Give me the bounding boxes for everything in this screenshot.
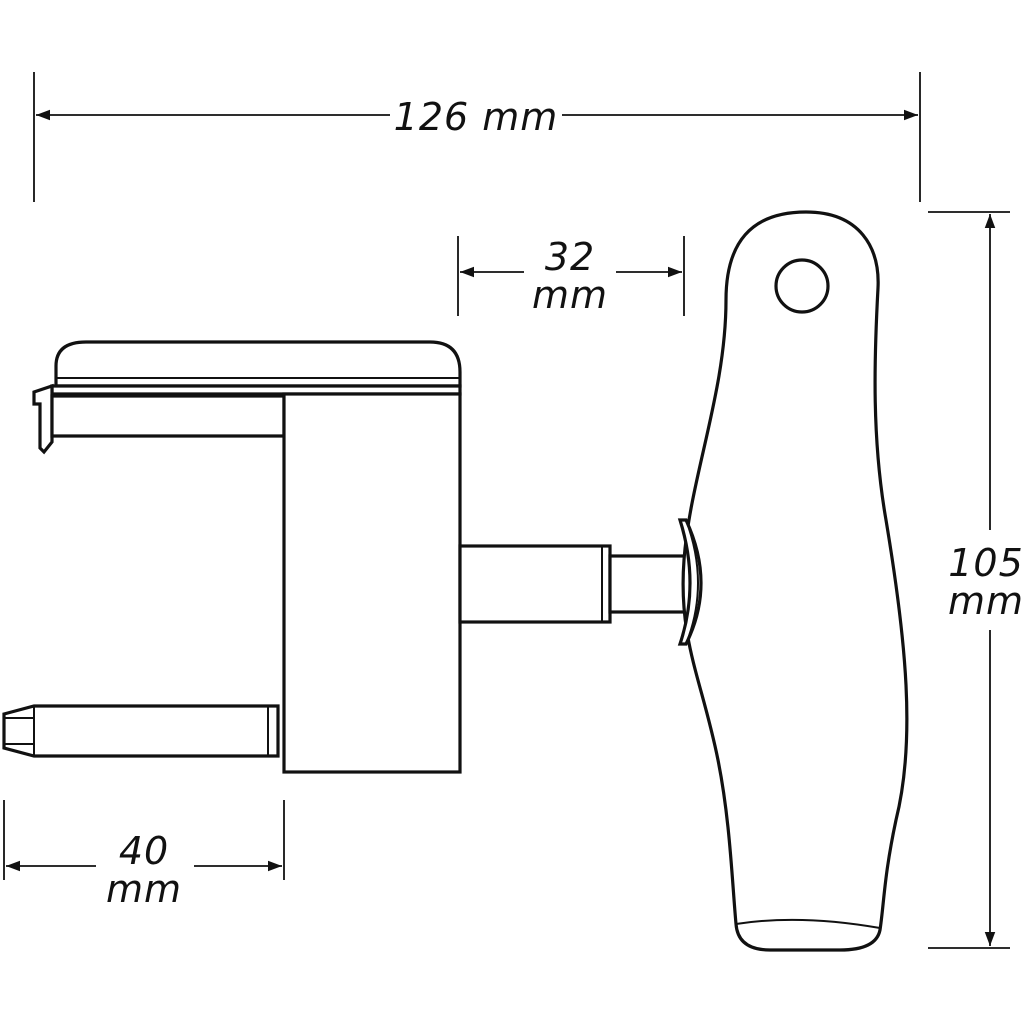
hanging-hole	[774, 258, 830, 314]
t-handle	[677, 210, 909, 952]
clamp-hook	[32, 383, 54, 455]
bit-length-unit: mm	[106, 867, 182, 911]
dimension-overall-height: 105 mm	[928, 211, 1024, 949]
overall-height-value: 105	[948, 541, 1024, 585]
overall-height-unit: mm	[948, 579, 1024, 623]
shaft-narrow	[608, 554, 688, 614]
shaft-length-unit: mm	[532, 273, 608, 317]
handle-outline	[681, 210, 909, 952]
shaft	[458, 544, 688, 624]
clamp-main-block	[282, 392, 462, 774]
clamp-upper-finger	[50, 394, 286, 438]
shaft-length-value: 32	[545, 235, 595, 279]
bit-length-value: 40	[119, 829, 169, 873]
dimension-shaft-length: 32 mm	[457, 235, 685, 317]
clamp-top-cap	[54, 340, 462, 388]
dimension-bit-length: 40 mm	[3, 800, 285, 911]
hex-bit	[2, 704, 280, 758]
dimension-overall-width: 126 mm	[33, 72, 921, 202]
overall-width-label: 126 mm	[394, 95, 559, 139]
ferrule-curve	[685, 519, 699, 645]
handle-bottom-band	[735, 918, 881, 929]
clamp-holder	[2, 340, 462, 774]
shaft-wide	[458, 544, 612, 624]
